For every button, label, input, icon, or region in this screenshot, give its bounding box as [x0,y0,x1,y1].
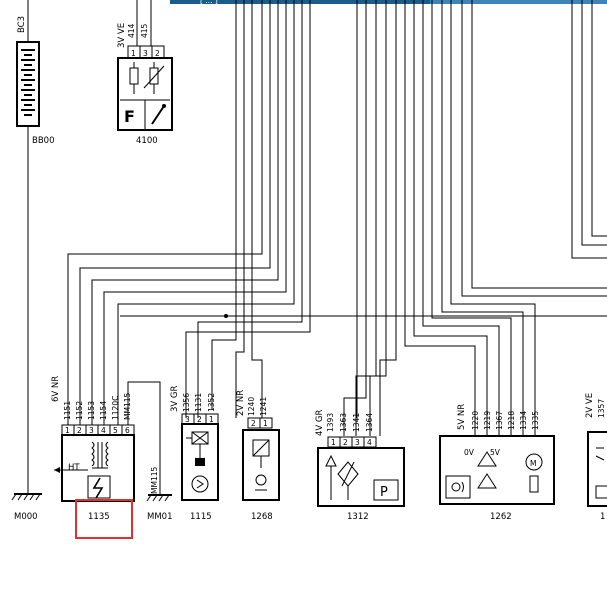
right-id: 1 [600,512,605,522]
rpm-sensor-icon [191,475,209,493]
1312-wire-label: 1341 [352,413,361,432]
header-title: [ ... ] [200,0,218,5]
coil-transformer-icon [91,441,109,469]
1135-id: 1135 [88,512,110,522]
spark-icon [87,475,111,499]
1312-connector-label: 4V GR [315,409,325,436]
header-bar: [ ... ] [170,0,607,5]
1312-p-label: P [380,485,388,500]
ground-mm01-label: MM01 [147,512,172,522]
gauge-f-icon: F [124,107,135,126]
battery-top-label: BC3 [17,16,27,33]
magnet-icon [195,458,205,466]
probe-icon [151,104,166,125]
component-1115: 3V GR 1356 1131 1352 3 2 1 1115 [170,385,219,522]
component-right-partial: 2V VE 1357 1 [585,393,607,522]
1115-wire-label: 1356 [182,393,191,412]
4100-id: 4100 [136,136,158,146]
1115-wire-label: 1352 [207,393,216,412]
svg-text:2: 2 [251,419,256,428]
4100-wire-label: 414 [127,23,136,38]
4100-wire-label: 415 [140,23,149,38]
svg-text:1: 1 [131,49,136,58]
1268-id: 1268 [251,512,273,522]
1135-connector-label: 6V NR [51,376,61,402]
svg-text:5: 5 [113,426,118,435]
svg-text:3: 3 [89,426,94,435]
1312-id: 1312 [347,512,369,522]
svg-text:3: 3 [143,49,148,58]
1135-wire-label: 1153 [87,401,96,420]
svg-text:2: 2 [77,426,82,435]
1135-wire-label: 1120C [111,396,120,420]
arrow-left-icon [54,467,88,473]
1115-connector-label: 3V GR [170,385,180,412]
1135-ht-label: HT [68,463,80,473]
pressure-bridge-icon [325,454,359,500]
component-4100: 3V VE 414 415 1 3 2 F 4100 [117,0,173,146]
svg-text:2: 2 [197,415,202,424]
1268-wire-label: 1241 [259,397,268,416]
wire-bus [67,0,607,436]
1115-id: 1115 [190,512,212,522]
sensor-x-icon [186,431,209,458]
1262-box [439,435,555,505]
1312-wire-label: 1393 [326,413,335,432]
svg-text:4: 4 [367,438,372,447]
right-connector-label: 2V VE [585,393,595,418]
1268-connector-label: 2V NR [236,390,246,416]
component-1135: 6V NR 1151 1152 1153 1154 1120C MM115 1 … [51,376,161,539]
component-1262: 5V NR 1220 1219 1367 1218 1334 1335 1 6 … [439,404,555,522]
1262-wire-label: 1220 [471,411,480,430]
svg-text:4: 4 [101,426,106,435]
resistor-icon [129,62,165,94]
1262-wire-label: 1219 [483,411,492,430]
1262-connector-label: 5V NR [457,404,467,430]
component-1312: 4V GR 1393 1363 1341 1364 1 2 3 4 P 1312 [315,409,405,522]
svg-text:2: 2 [343,438,348,447]
svg-text:6: 6 [125,426,130,435]
highlight-box [75,499,133,539]
svg-text:2: 2 [155,49,160,58]
svg-text:1: 1 [331,438,336,447]
svg-text:3: 3 [185,415,190,424]
motor-icon: M [525,453,543,493]
1312-wire-label: 1363 [339,413,348,432]
ground-mm115-label: MM115 [150,467,159,494]
right-wire-label: 1357 [597,399,606,418]
right-box [587,431,607,507]
1262-id: 1262 [490,512,512,522]
svg-text:1: 1 [263,419,268,428]
1135-wire-label: 1152 [75,401,84,420]
1262-5v-label: 5V [490,448,501,457]
ground-mm01: MM115 MM01 [146,467,172,522]
battery-cells-icon [21,49,35,116]
1135-wire-label: 1151 [63,401,72,420]
1262-wire-label: 1334 [519,411,528,430]
svg-text:F: F [124,107,135,126]
battery-bc3: BC3 BB00 [16,0,54,494]
svg-text:1: 1 [209,415,214,424]
1268-wire-label: 1240 [247,397,256,416]
component-1268: 2V NR 1240 1241 2 1 1268 [236,390,280,522]
1115-wire-label: 1131 [194,393,203,412]
1312-wire-label: 1364 [365,413,374,432]
1262-0v-label: 0V [464,448,475,457]
potentiometer-icon [477,451,497,489]
4100-connector-label: 3V VE [117,23,127,48]
1262-wire-label: 1335 [531,411,540,430]
battery-bottom-label: BB00 [32,136,54,146]
motor-m-label: M [530,459,536,468]
solenoid-valve-icon [252,439,270,491]
svg-text:3: 3 [355,438,360,447]
svg-text:1: 1 [65,426,70,435]
ground-m000: M000 [11,493,42,522]
1262-wire-label: 1218 [507,411,516,430]
throttle-icon [445,475,471,499]
1262-wire-label: 1367 [495,411,504,430]
ground-m000-label: M000 [14,512,38,522]
1135-wire-label: 1154 [99,401,108,420]
